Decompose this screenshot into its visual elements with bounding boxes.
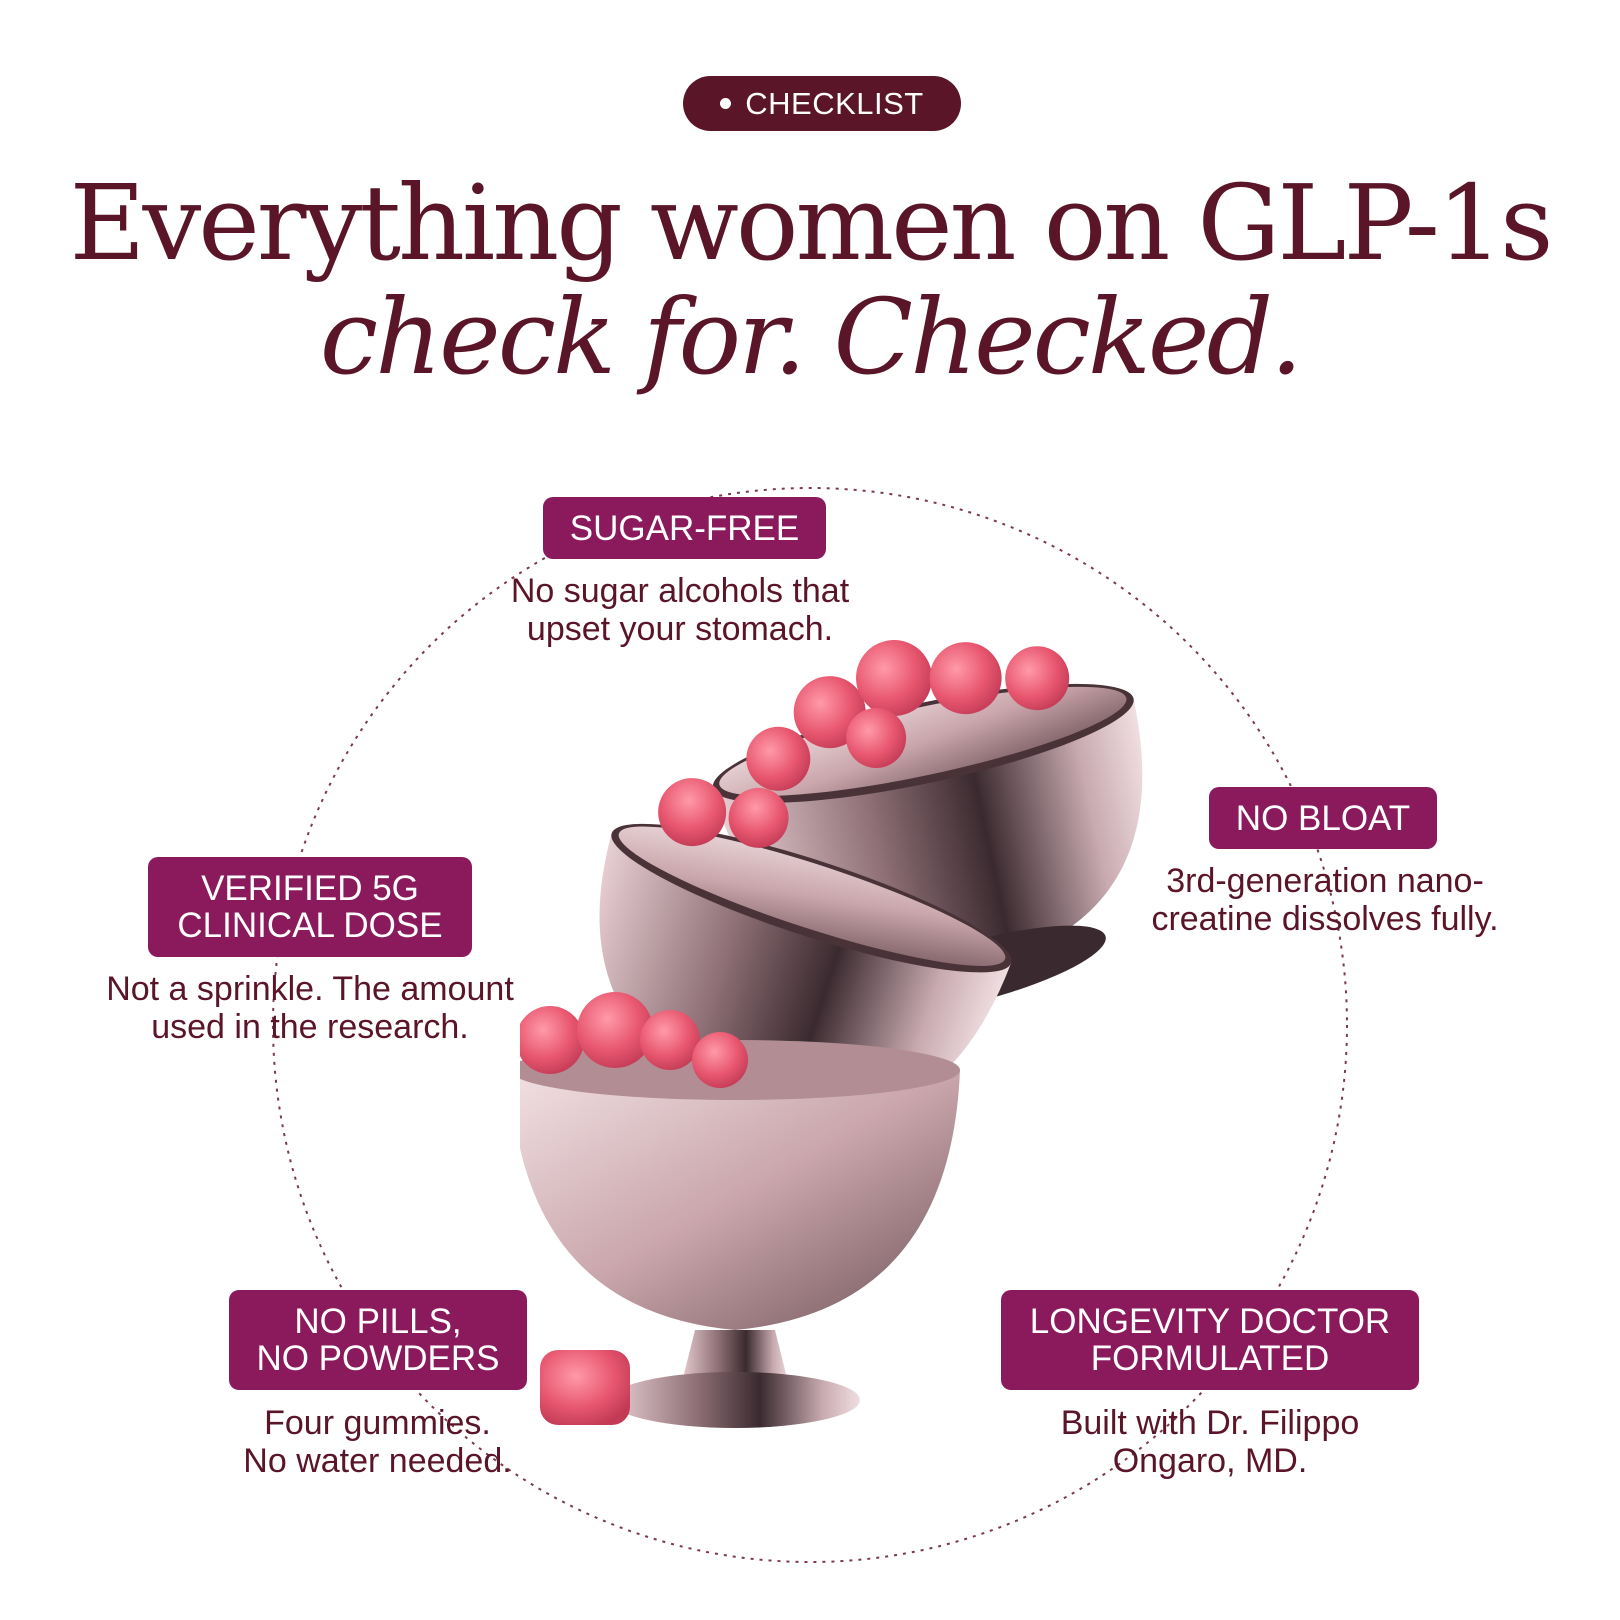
checklist-tag-label: CHECKLIST xyxy=(745,85,924,121)
checklist-tag: CHECKLIST xyxy=(683,76,961,131)
headline-line-2: check for. Checked. xyxy=(319,276,1303,398)
desc-no-pills: Four gummies. No water needed. xyxy=(243,1404,512,1480)
badge-clinical-dose: VERIFIED 5G CLINICAL DOSE xyxy=(148,857,472,957)
badge-longevity-doctor: LONGEVITY DOCTOR FORMULATED xyxy=(1001,1290,1419,1390)
badge-no-bloat: NO BLOAT xyxy=(1209,787,1437,849)
badge-no-pills: NO PILLS, NO POWDERS xyxy=(229,1290,527,1390)
product-bowls-illustration xyxy=(520,639,1143,1428)
bullet-dot-icon xyxy=(720,98,732,109)
desc-sugar-free: No sugar alcohols that upset your stomac… xyxy=(510,572,850,648)
headline-line-1: Everything women on GLP-1s xyxy=(69,162,1554,284)
desc-longevity-doctor: Built with Dr. Filippo Ongaro, MD. xyxy=(1060,1404,1360,1480)
desc-clinical-dose: Not a sprinkle. The amount used in the r… xyxy=(106,970,514,1046)
desc-no-bloat: 3rd-generation nano- creatine dissolves … xyxy=(1151,862,1499,938)
badge-sugar-free: SUGAR-FREE xyxy=(543,497,826,559)
